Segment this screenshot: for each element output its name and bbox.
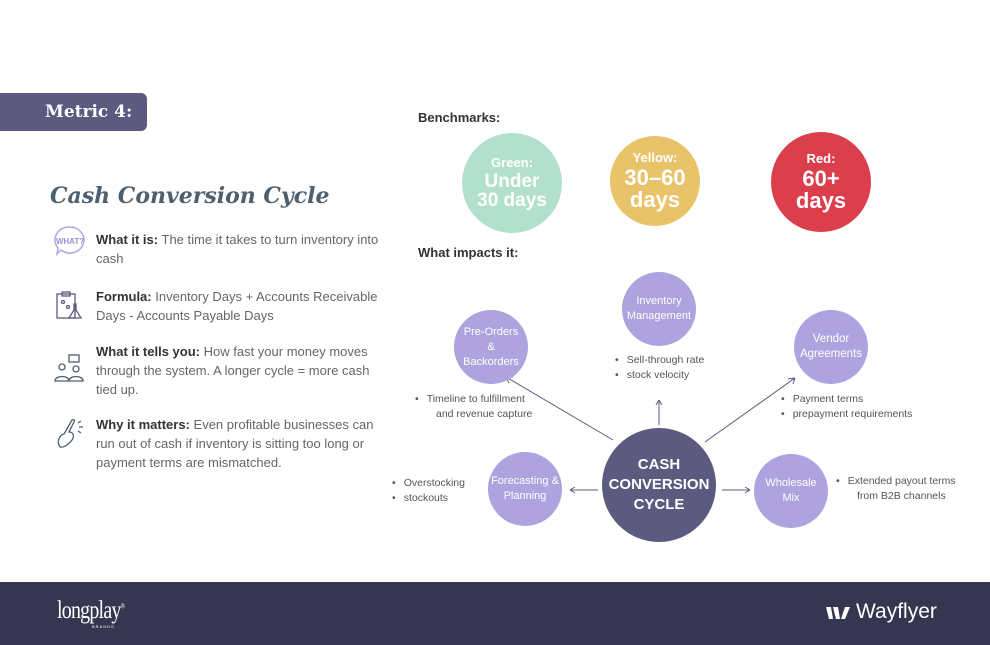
longplay-logo-sub: BRANDS (92, 624, 115, 629)
people-chat-icon (54, 354, 84, 382)
wayflyer-logo: Wayflyer (856, 600, 937, 623)
node-wholesale-mix: Wholesale Mix (754, 454, 828, 528)
node-inventory-management: Inventory Management (622, 272, 696, 346)
formula: Formula: Inventory Days + Accounts Recei… (96, 289, 378, 323)
page-title: Cash Conversion Cycle (50, 183, 330, 209)
wayflyer-logo-icon (826, 607, 850, 619)
node-preorders-backorders: Pre-Orders & Backorders (454, 310, 528, 384)
benchmark-green: Green:Under 30 days (462, 133, 562, 233)
why-it-matters: Why it matters: Even profitable business… (96, 417, 374, 470)
inventory-bullets: Sell-through ratestock velocity (615, 353, 705, 383)
benchmarks-heading: Benchmarks: (418, 110, 501, 125)
metric-tab: Metric 4: (0, 93, 147, 131)
node-vendor-agreements: Vendor Agreements (794, 310, 868, 384)
what-speech-bubble-icon: WHAT? (54, 226, 85, 257)
pointing-hand-icon (57, 418, 83, 448)
footer: longplay® BRANDS Wayflyer (0, 582, 990, 645)
forecasting-bullets: Overstockingstockouts (392, 476, 465, 506)
formula-clipboard-flask-icon (56, 291, 83, 319)
svg-text:WHAT?: WHAT? (56, 237, 84, 246)
vendor-bullets: Payment termsprepayment requirements (781, 392, 913, 422)
center-cash-conversion-cycle: CASH CONVERSION CYCLE (602, 428, 716, 542)
node-forecasting-planning: Forecasting & Planning (488, 452, 562, 526)
benchmark-red: Red:60+ days (771, 132, 871, 232)
longplay-logo: longplay® (57, 597, 125, 624)
what-it-tells-you: What it tells you: How fast your money m… (96, 344, 370, 397)
impacts-heading: What impacts it: (418, 245, 519, 260)
benchmark-yellow: Yellow:30–60 days (610, 136, 700, 226)
what-it-is: What it is: The time it takes to turn in… (96, 232, 379, 266)
